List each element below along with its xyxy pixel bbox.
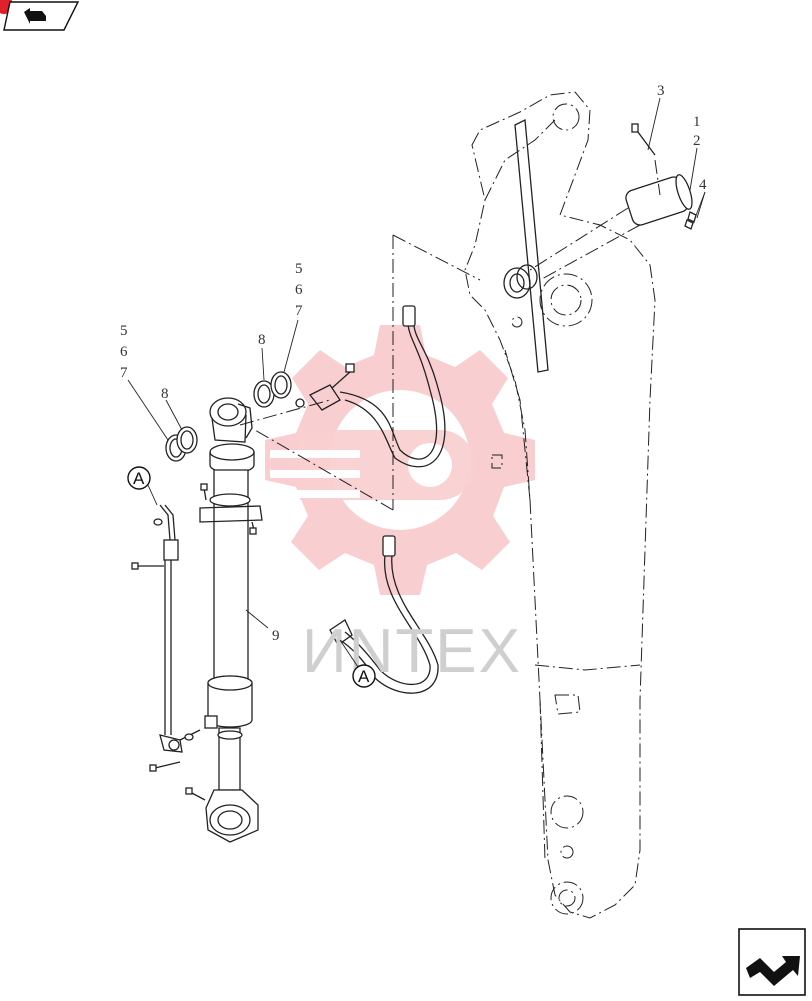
callout-ring-8-head: 8 <box>258 332 266 348</box>
callout-numbers: 3 1 2 4 5 6 7 8 5 6 7 8 9 <box>120 83 707 644</box>
callout-cylinder: 9 <box>272 628 280 644</box>
assembly-leader-lines <box>239 234 481 511</box>
previous-page-button[interactable] <box>0 0 80 32</box>
boom-outline <box>464 91 656 919</box>
callout-shim-6-rod: 6 <box>120 344 128 360</box>
callout-nut-set: 4 <box>699 177 707 193</box>
callout-pin: 1 <box>693 114 701 130</box>
next-page-button[interactable] <box>738 928 806 996</box>
hydraulic-tube-left <box>131 504 201 772</box>
callout-shim-7-head: 7 <box>295 303 303 319</box>
callout-pin-bolt: 3 <box>657 83 665 99</box>
callout-ring-8-rod: 8 <box>161 386 169 402</box>
watermark-text: ИNTEX <box>302 617 522 686</box>
callout-shim-7-rod: 7 <box>120 365 128 381</box>
back-arrow-icon <box>0 0 80 31</box>
callout-shim-6-head: 6 <box>295 282 303 298</box>
connector-A-lower: A <box>339 639 376 688</box>
watermark-gear-logo <box>265 325 535 595</box>
callout-shim-5-rod: 5 <box>120 323 128 339</box>
connector-A-lower-label: A <box>358 667 370 686</box>
callout-shim-5-head: 5 <box>295 261 303 277</box>
boom-pin-assembly <box>529 97 706 281</box>
forward-arrow-icon <box>738 928 806 996</box>
hoses <box>295 305 446 694</box>
connector-A-upper: A <box>127 466 158 506</box>
callout-pin-boss: 2 <box>693 133 701 149</box>
boom-cylinder <box>185 397 269 843</box>
shim-rings <box>127 319 299 462</box>
connector-A-upper-label: A <box>133 469 145 488</box>
